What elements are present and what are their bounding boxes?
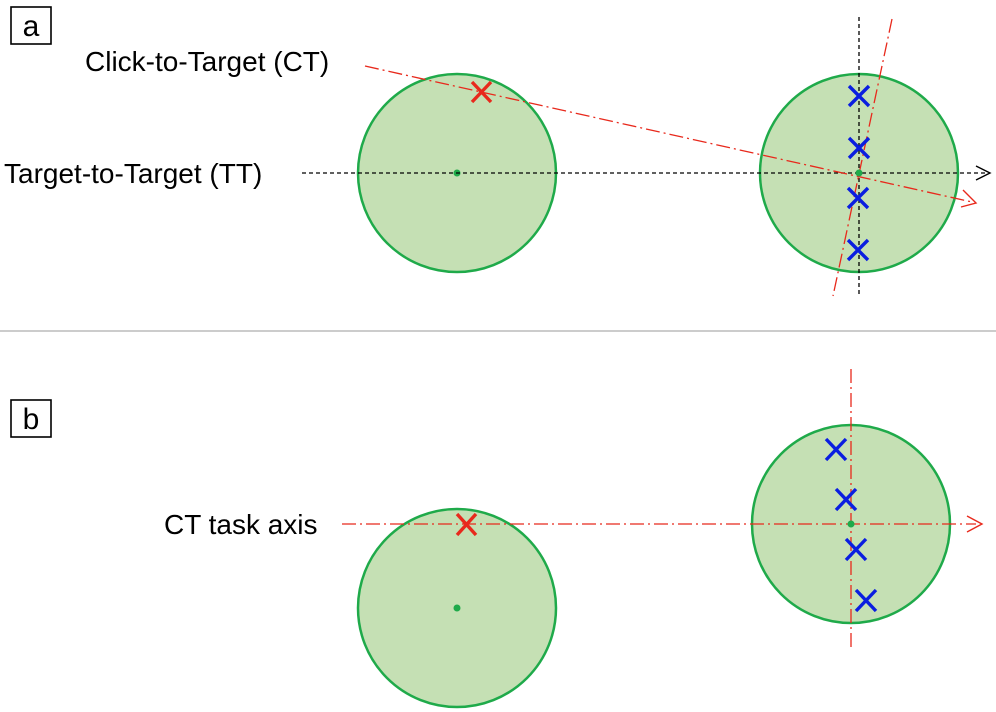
panel-a-label-box bbox=[10, 6, 52, 45]
endpoint-marker-b-4 bbox=[854, 588, 878, 613]
endpoint-marker-b-3 bbox=[844, 537, 868, 562]
panel-a: a bbox=[4, 6, 992, 297]
start-target-b-center bbox=[453, 604, 461, 612]
panel-b-label-box bbox=[10, 399, 52, 438]
tt-axis-label: Target-to-Target (TT) bbox=[4, 158, 262, 189]
endpoint-marker-a-1 bbox=[847, 84, 871, 108]
ct-task-axis-arrowhead bbox=[966, 515, 984, 533]
panel-a-label-text: a bbox=[23, 10, 40, 43]
ct-task-axis-label: CT task axis bbox=[164, 509, 318, 540]
end-target-a-center bbox=[855, 169, 863, 177]
endpoint-marker-a-3 bbox=[846, 186, 870, 210]
click-marker-a bbox=[470, 80, 493, 104]
panel-a-label: a bbox=[10, 6, 52, 45]
ct-axis-arrowhead bbox=[960, 189, 978, 208]
ct-axis-label: Click-to-Target (CT) bbox=[85, 46, 329, 77]
panel-b: b bbox=[10, 369, 984, 709]
ct-axis-line bbox=[364, 65, 973, 203]
endpoint-marker-a-2 bbox=[847, 136, 871, 160]
endpoint-marker-b-1 bbox=[824, 437, 848, 462]
panel-b-label: b bbox=[10, 399, 52, 438]
panel-b-label-text: b bbox=[23, 403, 40, 436]
endpoint-marker-a-4 bbox=[846, 238, 870, 262]
tt-axis-arrowhead bbox=[975, 165, 992, 181]
click-marker-b bbox=[455, 512, 478, 537]
end-target-b-center bbox=[847, 520, 855, 528]
endpoint-marker-b-2 bbox=[834, 487, 858, 512]
